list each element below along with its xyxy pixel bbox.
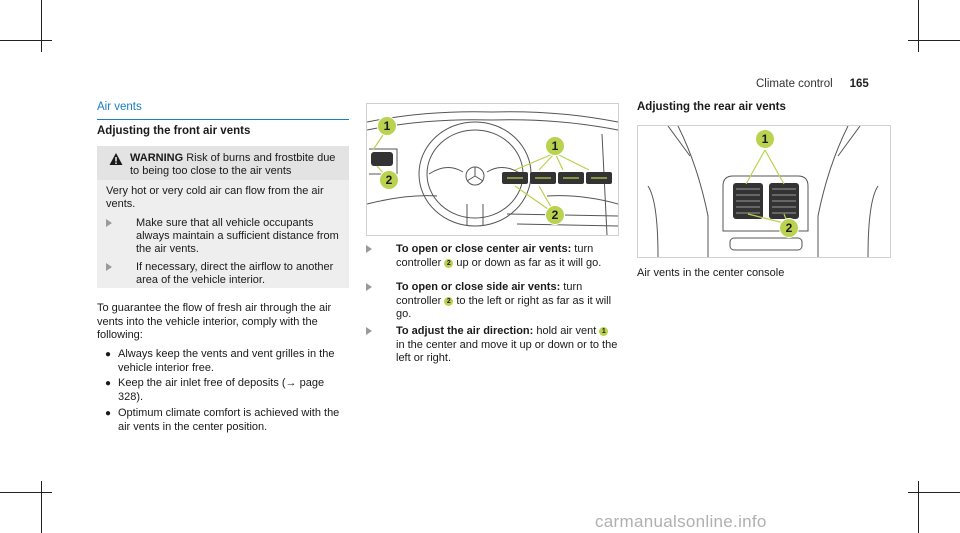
- subsection-title-front: Adjusting the front air vents: [97, 125, 251, 137]
- page-header: Climate control 165: [756, 74, 869, 92]
- section-divider: [97, 119, 349, 120]
- center-console-drawing: [647, 126, 879, 257]
- crop-mark: [41, 481, 42, 533]
- warning-header: [97, 146, 349, 180]
- callout-badge: 2: [379, 170, 399, 190]
- step-text: To open or close side air vents: turn co…: [396, 281, 618, 322]
- step-text: To open or close center air vents: turn …: [396, 243, 618, 270]
- step-body: hold air vent: [533, 325, 600, 337]
- list-item-text: Optimum climate comfort is achieved with…: [118, 407, 340, 433]
- warning-lead: WARNING Risk of burns and frostbite due …: [130, 152, 342, 178]
- warning-label: WARNING: [130, 152, 184, 164]
- step-body: to the left or right as far as it will g…: [396, 294, 612, 321]
- crop-mark: [0, 40, 52, 41]
- crop-mark: [918, 481, 919, 533]
- intro-paragraph: To guarantee the flow of fresh air throu…: [97, 302, 332, 341]
- callout-badge: 2: [545, 205, 565, 225]
- callout-badge: 2: [444, 258, 454, 268]
- arrow-icon: [366, 327, 372, 335]
- subsection-title-rear: Adjusting the rear air vents: [637, 101, 786, 113]
- front-vents-illustration: 1 2 1 2: [366, 103, 619, 236]
- section-title: Air vents: [97, 101, 142, 113]
- rear-vents-illustration: 1 2: [637, 125, 891, 258]
- crop-mark: [41, 0, 42, 52]
- step-title: To open or close side air vents:: [396, 281, 561, 293]
- callout-badge: 2: [444, 296, 454, 306]
- warning-item-text: If necessary, direct the airflow to anot…: [136, 261, 334, 286]
- warning-lead-text: Risk of burns and frostbite due to being…: [130, 152, 336, 177]
- arrow-icon: [366, 245, 372, 253]
- watermark: carmanualsonline.info: [595, 512, 767, 531]
- arrow-icon: [106, 219, 112, 227]
- callout-badge: 2: [779, 218, 799, 238]
- step-title: To open or close center air vents:: [396, 243, 572, 255]
- crop-mark: [918, 0, 919, 52]
- callout-badge: 1: [755, 129, 775, 149]
- warning-box: WARNING Risk of burns and frostbite due …: [97, 146, 349, 288]
- chapter-title: Climate control: [756, 78, 833, 90]
- step-body: turn controller: [396, 281, 583, 307]
- figure-caption: Air vents in the center console: [637, 267, 785, 279]
- step-text: To adjust the air direction: hold air ve…: [396, 325, 618, 366]
- arrow-icon: [366, 283, 372, 291]
- list-item-text: Always keep the vents and vent grilles i…: [118, 348, 335, 374]
- dashboard-drawing: [367, 111, 618, 235]
- warning-icon: [109, 153, 123, 165]
- step-title: To adjust the air direction:: [396, 325, 534, 337]
- callout-badge: 1: [545, 136, 565, 156]
- list-item-text: Keep the air inlet free of deposits (→ p…: [118, 377, 325, 403]
- page-number: 165: [849, 78, 869, 90]
- bullet-icon: ●: [105, 378, 112, 389]
- arrow-icon: [106, 263, 112, 271]
- bullet-icon: ●: [105, 408, 112, 419]
- step-body: in the center and move it up or down or …: [396, 338, 618, 365]
- warning-body: Very hot or very cold air can flow from …: [106, 185, 324, 210]
- crop-mark: [908, 40, 960, 41]
- bullet-icon: ●: [105, 349, 112, 360]
- crop-mark: [908, 492, 960, 493]
- step-body: up or down as far as it will go.: [453, 256, 602, 269]
- callout-badge: 1: [599, 327, 609, 336]
- crop-mark: [0, 492, 52, 493]
- warning-item-text: Make sure that all vehicle occupants alw…: [136, 217, 339, 255]
- callout-badge: 1: [377, 116, 397, 136]
- step-body: turn controller: [396, 243, 594, 269]
